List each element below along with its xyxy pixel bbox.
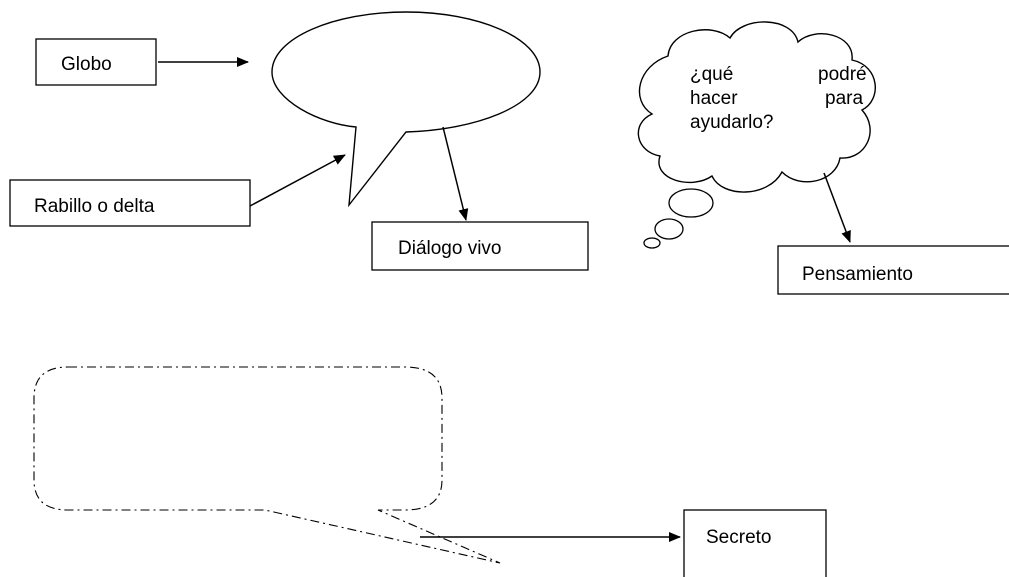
thought-bubble-small bbox=[643, 237, 661, 249]
thought-bubble-large bbox=[668, 188, 714, 218]
dialogo-arrow bbox=[442, 126, 469, 221]
thought-line2-word2: para bbox=[825, 88, 863, 109]
pensamiento-arrow bbox=[823, 172, 851, 243]
thought-bubble-medium bbox=[654, 218, 684, 240]
thought-line2-word1: hacer bbox=[690, 88, 738, 109]
speech-balloon bbox=[271, 11, 541, 208]
thought-cloud bbox=[637, 21, 876, 193]
secreto-label: Secreto bbox=[706, 527, 771, 548]
globo-label: Globo bbox=[61, 54, 112, 75]
dialogo-box bbox=[371, 221, 589, 271]
secreto-box bbox=[683, 509, 827, 577]
pensamiento-box bbox=[777, 245, 1009, 295]
secret-balloon bbox=[33, 366, 501, 564]
rabillo-label: Rabillo o delta bbox=[34, 196, 155, 217]
globo-box bbox=[35, 38, 157, 86]
thought-line3: ayudarlo? bbox=[690, 112, 773, 133]
rabillo-arrow bbox=[249, 154, 346, 207]
pensamiento-label: Pensamiento bbox=[802, 264, 913, 285]
thought-line1-word1: ¿qué bbox=[690, 64, 733, 85]
thought-line1-word2: podré bbox=[818, 64, 867, 85]
rabillo-box bbox=[9, 179, 251, 227]
dialogo-label: Diálogo vivo bbox=[398, 238, 502, 259]
